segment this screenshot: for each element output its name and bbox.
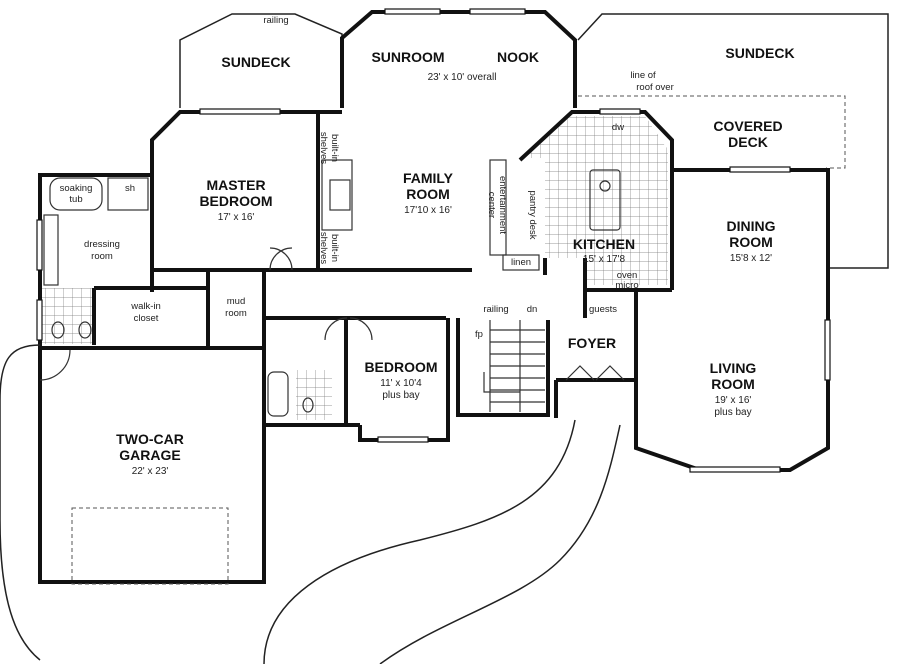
built-in-shelves-top-2: shelves bbox=[318, 132, 329, 164]
fireplace-note: fp bbox=[475, 329, 483, 340]
built-in-shelves-top-1: built-in bbox=[329, 134, 340, 162]
entertainment-center: entertainment center bbox=[486, 176, 508, 234]
staircase bbox=[483, 320, 545, 412]
family-room-dims: 17'10 x 16' bbox=[404, 205, 452, 216]
nook-label: NOOK bbox=[497, 49, 539, 65]
living-room-label-1: LIVING bbox=[710, 360, 757, 376]
family-room-label-1: FAMILY bbox=[403, 170, 454, 186]
pantry-desk: pantry desk bbox=[527, 190, 538, 239]
bedroom-dims-2: plus bay bbox=[382, 390, 419, 401]
railing-top-note: railing bbox=[263, 15, 288, 26]
kitchen-label: KITCHEN bbox=[573, 236, 635, 252]
walk-in-closet-note-1: walk-in bbox=[130, 301, 161, 312]
oven-note-1: oven bbox=[617, 270, 638, 281]
master-bedroom-label-2: BEDROOM bbox=[199, 193, 272, 209]
bedroom-dims-1: 11' x 10'4 bbox=[380, 378, 422, 389]
shower-note: sh bbox=[125, 183, 135, 194]
living-room-dims-2: plus bay bbox=[714, 407, 751, 418]
soaking-tub-note-1: soaking bbox=[60, 183, 93, 194]
soaking-tub-note-2: tub bbox=[69, 194, 82, 205]
sundeck-right-outline bbox=[577, 13, 889, 269]
garage-dims: 22' x 23' bbox=[132, 466, 169, 477]
dressing-room-note-2: room bbox=[91, 251, 113, 262]
walk-in-closet-note-2: closet bbox=[134, 313, 159, 324]
site-lines bbox=[0, 344, 621, 664]
guests-closet-note: guests bbox=[589, 304, 617, 315]
sundeck-right-label: SUNDECK bbox=[725, 45, 794, 61]
stair-down-note: dn bbox=[527, 304, 538, 315]
foyer-label: FOYER bbox=[568, 335, 616, 351]
sundeck-left-label: SUNDECK bbox=[221, 54, 290, 70]
family-room-label-2: ROOM bbox=[406, 186, 450, 202]
dining-room-label-1: DINING bbox=[727, 218, 776, 234]
sunroom-label: SUNROOM bbox=[371, 49, 444, 65]
dressing-room-note-1: dressing bbox=[84, 239, 120, 250]
bedroom-label: BEDROOM bbox=[364, 359, 437, 375]
pantry-desk-text: pantry desk bbox=[527, 190, 538, 239]
kitchen-dims: 15' x 17'8 bbox=[583, 254, 626, 265]
linen-note: linen bbox=[511, 257, 531, 268]
built-in-shelves-bottom-2: shelves bbox=[318, 232, 329, 264]
roof-line-note-1: line of bbox=[630, 70, 656, 81]
built-in-shelves-bottom-1: built-in bbox=[329, 234, 340, 262]
built-in-shelves-top: built-in shelves bbox=[318, 132, 340, 164]
walls bbox=[38, 10, 830, 584]
railing-stair-note: railing bbox=[483, 304, 508, 315]
built-in-shelves-bottom: built-in shelves bbox=[318, 232, 340, 264]
mud-room-note-2: room bbox=[225, 308, 247, 319]
covered-deck-label-1: COVERED bbox=[713, 118, 782, 134]
living-room-dims-1: 19' x 16' bbox=[715, 395, 752, 406]
tiled-floors bbox=[42, 116, 668, 420]
living-room-label-2: ROOM bbox=[711, 376, 755, 392]
fixtures bbox=[39, 159, 625, 585]
mud-room-note-1: mud bbox=[227, 296, 245, 307]
master-bedroom-dims: 17' x 16' bbox=[218, 212, 255, 223]
dining-room-dims: 15'8 x 12' bbox=[730, 253, 772, 264]
sunroom-dims: 23' x 10' overall bbox=[428, 72, 497, 83]
garage-label-1: TWO-CAR bbox=[116, 431, 184, 447]
roof-line-note-2: roof over bbox=[636, 82, 674, 93]
covered-deck-label-2: DECK bbox=[728, 134, 768, 150]
oven-note-2: micro bbox=[615, 280, 638, 291]
dining-room-label-2: ROOM bbox=[729, 234, 773, 250]
windows bbox=[36, 8, 831, 473]
entertainment-center-1: entertainment bbox=[497, 176, 508, 234]
dishwasher-note: dw bbox=[612, 122, 624, 133]
master-bedroom-label-1: MASTER bbox=[206, 177, 265, 193]
entertainment-center-2: center bbox=[486, 192, 497, 218]
garage-label-2: GARAGE bbox=[119, 447, 180, 463]
